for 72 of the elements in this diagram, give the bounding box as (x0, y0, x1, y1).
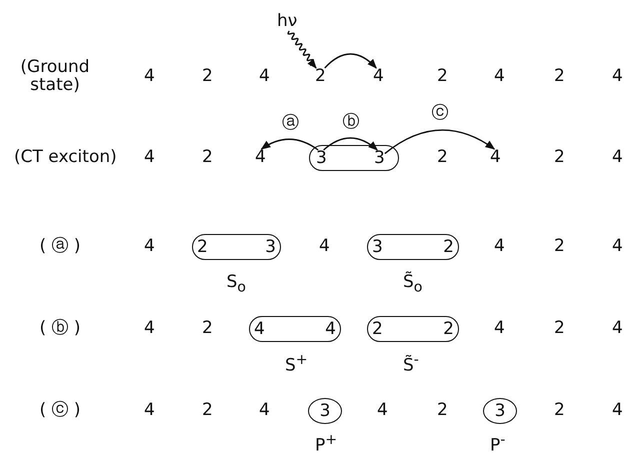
site-number: 2 (554, 68, 565, 85)
arrow (324, 53, 377, 69)
site-number: 4 (494, 238, 505, 255)
site-number: 2 (554, 238, 565, 255)
row-label: ( ⓑ ) (38, 320, 82, 337)
arrow (384, 129, 496, 154)
site-number: 4 (612, 68, 623, 85)
row-label: ( ⓒ ) (38, 402, 82, 419)
site-number: 2 (554, 320, 565, 337)
state-symbol: S$^{+}$ (285, 353, 308, 375)
site-number: 2 (443, 238, 454, 256)
site-number: 3 (494, 402, 506, 420)
bond-pill (367, 234, 459, 260)
circled-site (483, 398, 517, 424)
site-number: 4 (144, 402, 155, 419)
site-number: 4 (255, 149, 266, 167)
state-symbol: P$^{+}$ (315, 433, 338, 455)
state-symbol: S$_{o}$ (226, 274, 246, 295)
site-number: 4 (144, 238, 155, 255)
site-number: 4 (494, 68, 505, 85)
site-number: 2 (202, 149, 213, 166)
row-label: ( ⓐ ) (38, 238, 82, 255)
site-number: 4 (612, 238, 623, 255)
row-label: (Ground state) (19, 59, 91, 95)
site-number: 2 (443, 320, 454, 338)
row-label: (CT exciton) (14, 149, 114, 166)
site-number: 4 (259, 68, 270, 85)
edge-label: ⓒ (432, 105, 449, 122)
site-number: 4 (377, 402, 388, 419)
site-number: 2 (437, 68, 448, 85)
bond-pill (309, 145, 399, 171)
site-number: 4 (373, 68, 384, 86)
edge-label: ⓑ (342, 114, 360, 131)
site-number: 4 (144, 149, 155, 166)
site-number: 2 (315, 68, 326, 86)
bond-pill (249, 316, 341, 342)
site-number: 4 (612, 149, 623, 166)
photon-wavy-arrow (287, 30, 317, 69)
site-number: 4 (490, 149, 501, 167)
site-number: 3 (374, 150, 385, 168)
site-number: 2 (197, 238, 208, 256)
site-number: 2 (202, 68, 213, 85)
site-number: 2 (554, 149, 565, 166)
site-number: 4 (144, 320, 155, 337)
state-symbol: S̃$^{-}$ (403, 353, 419, 375)
site-number: 4 (494, 320, 505, 337)
state-symbol: S̃$_{o}$ (403, 274, 422, 295)
site-number: 3 (372, 238, 383, 256)
site-number: 2 (202, 402, 213, 419)
site-number: 4 (254, 320, 265, 338)
site-number: 4 (612, 320, 623, 337)
site-number: 3 (265, 238, 276, 256)
photon-label: hν (277, 13, 298, 31)
site-number: 4 (259, 402, 270, 419)
bond-pill (367, 316, 459, 342)
arrow (260, 138, 319, 151)
site-number: 2 (437, 402, 448, 419)
site-number: 3 (316, 150, 327, 168)
site-number: 4 (612, 402, 623, 419)
site-number: 2 (437, 149, 448, 166)
bond-pill (192, 234, 281, 260)
site-number: 2 (372, 320, 383, 338)
site-number: 4 (319, 238, 330, 255)
site-number: 3 (320, 402, 330, 420)
arrow (323, 137, 378, 151)
edge-label: ⓐ (282, 115, 299, 132)
circled-site (308, 398, 342, 424)
site-number: 2 (202, 320, 213, 337)
site-number: 4 (144, 68, 155, 85)
state-symbol: P$^{-}$ (490, 433, 506, 455)
site-number: 4 (325, 320, 336, 338)
site-number: 2 (554, 402, 565, 419)
